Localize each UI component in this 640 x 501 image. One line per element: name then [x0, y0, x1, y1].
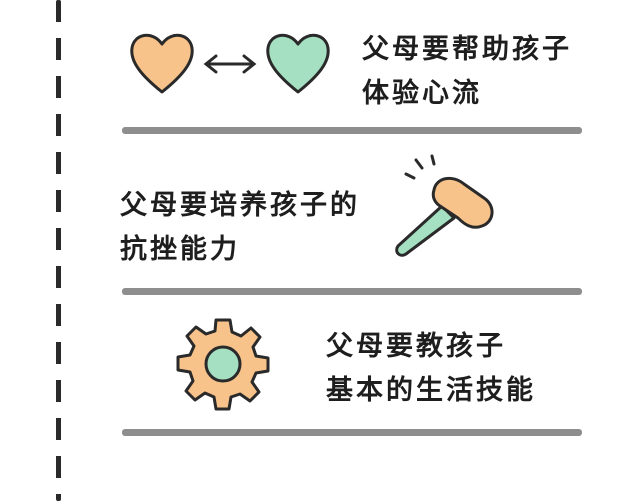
- double-arrow-icon: [203, 54, 257, 74]
- caption-life-skills: 父母要教孩子 基本的生活技能: [326, 325, 536, 413]
- caption-line: 父母要帮助孩子: [362, 34, 572, 65]
- caption-resilience: 父母要培养孩子的 抗挫能力: [120, 184, 360, 272]
- caption-line: 体验心流: [362, 78, 482, 109]
- section-divider: [122, 127, 582, 134]
- hearts-exchange-icon: [124, 26, 336, 98]
- caption-line: 父母要培养孩子的: [120, 190, 360, 221]
- caption-line: 基本的生活技能: [326, 375, 536, 406]
- caption-flow-experience: 父母要帮助孩子 体验心流: [362, 28, 572, 116]
- dashed-border-line: [56, 0, 61, 501]
- caption-line: 抗挫能力: [120, 234, 240, 265]
- orange-heart-icon: [130, 33, 194, 94]
- gear-icon: [176, 317, 270, 411]
- hammer-icon: [384, 150, 500, 260]
- green-heart-icon: [266, 33, 330, 94]
- caption-line: 父母要教孩子: [326, 331, 506, 362]
- section-divider: [122, 288, 582, 295]
- section-divider: [122, 429, 582, 436]
